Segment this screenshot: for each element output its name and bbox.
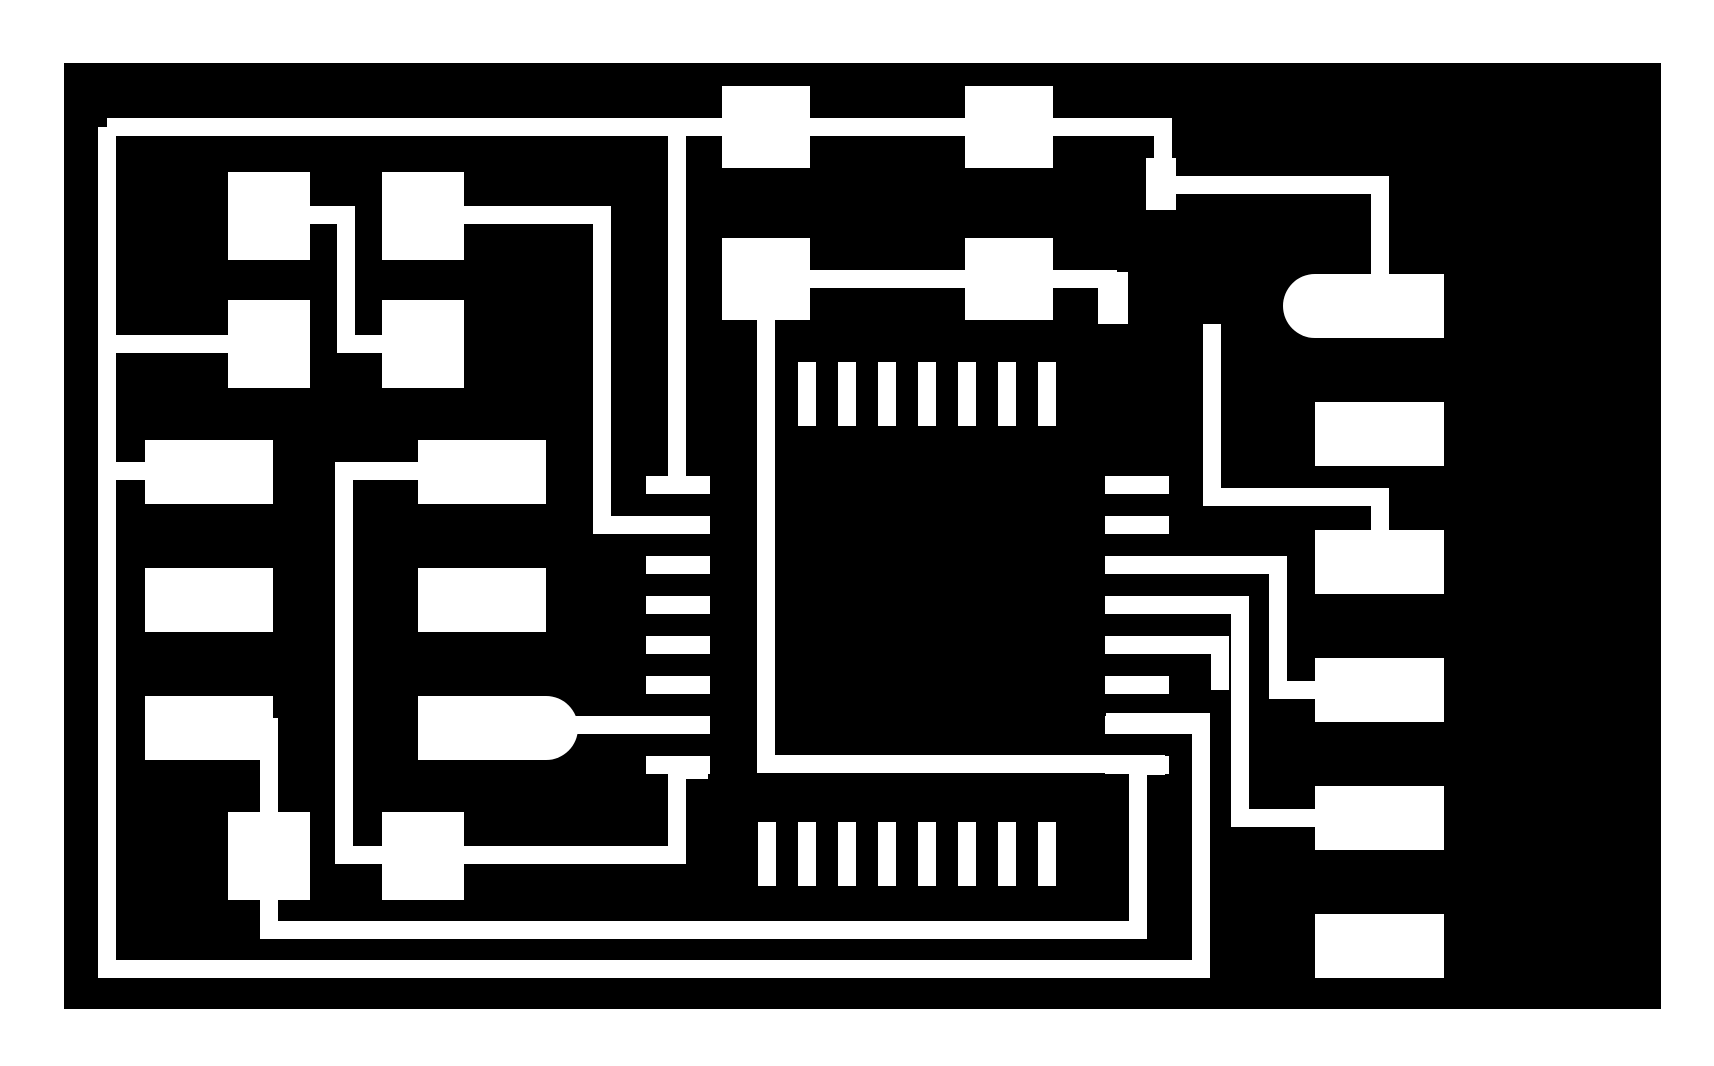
pad-t1: [722, 86, 810, 168]
pad-r2-a: [228, 300, 310, 388]
pad-t2: [965, 86, 1053, 168]
trace-h5: [1105, 596, 1315, 827]
pad-l3: [145, 696, 273, 760]
pad-small-2: [1146, 158, 1176, 210]
pad-l1: [145, 440, 273, 504]
trace-h4: [1105, 556, 1315, 699]
pad-b1: [228, 812, 310, 900]
chip-top-pins: [798, 362, 1056, 426]
trace-r1-link: [310, 206, 382, 353]
pad-t3: [722, 238, 810, 320]
header-pad-3: [1315, 530, 1444, 594]
top-trace: [107, 118, 1172, 165]
trace-h1: [1176, 176, 1389, 274]
pad-small-1: [1098, 272, 1128, 324]
header-pad-2: [1315, 402, 1444, 466]
pad-b2: [382, 812, 464, 900]
pad-r2-b: [382, 300, 464, 388]
trace-inner-left: [335, 462, 418, 864]
pad-t4: [965, 238, 1053, 320]
trace-h6: [1105, 636, 1229, 690]
header-pad-4: [1315, 658, 1444, 722]
chip-left-pins: [646, 476, 710, 774]
trace-h3: [1203, 324, 1389, 530]
pad-c3: [418, 696, 578, 760]
header-pad-5: [1315, 786, 1444, 850]
header-pad-6: [1315, 914, 1444, 978]
pad-c1: [418, 440, 546, 504]
pad-r1-b: [382, 172, 464, 260]
chip-bottom-pins: [758, 822, 1056, 886]
pad-r1-a: [228, 172, 310, 260]
pad-l2: [145, 568, 273, 632]
pad-c2: [418, 568, 546, 632]
trace-t3-left: [757, 320, 1165, 773]
header-pad-1: [1283, 274, 1444, 338]
